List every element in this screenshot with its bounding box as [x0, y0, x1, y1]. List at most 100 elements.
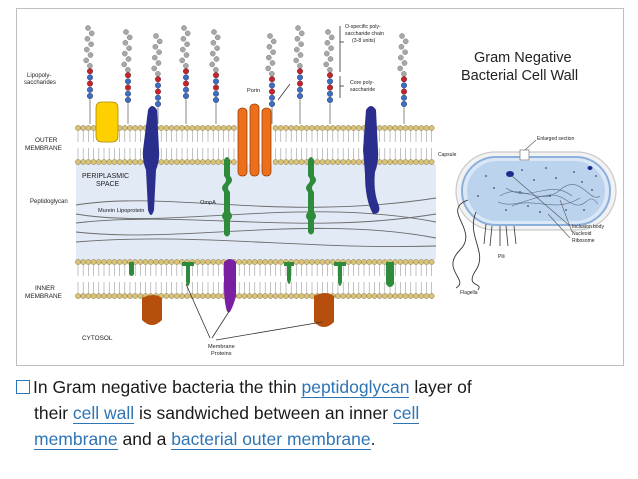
ribosome-dot [581, 181, 583, 183]
inner-membrane-lipid-head [168, 293, 175, 299]
outer-membrane-lipid-head [324, 159, 331, 165]
inner-membrane-lipid-head [116, 259, 123, 265]
lps-core-bead [401, 76, 408, 83]
svg-text:Core poly-: Core poly- [350, 80, 374, 86]
lps-core-bead [154, 76, 161, 83]
inner-membrane-lipid-head [85, 293, 92, 299]
cytosol-protein-right [314, 293, 334, 327]
ribosome-dot [493, 187, 495, 189]
outer-membrane-lipid-head [277, 125, 284, 131]
inclusion-body [506, 171, 514, 177]
outer-membrane-lipid-head [283, 159, 289, 165]
inner-membrane-lipid-head [95, 293, 102, 299]
lps-sugar-bead [125, 67, 131, 73]
lps-core-bead [212, 78, 219, 85]
lps-core-bead [297, 92, 304, 99]
inner-membrane-lipid-head [153, 259, 159, 265]
inner-membrane-lipid-head [251, 293, 258, 299]
svg-text:O-specific poly-: O-specific poly- [345, 24, 381, 30]
lps-sugar-bead [401, 60, 408, 66]
inner-membrane-lipid-head [257, 293, 263, 299]
lps-sugar-bead [270, 49, 276, 56]
link-cell-wall[interactable]: cell wall [72, 403, 135, 424]
lps-sugar-bead [87, 63, 93, 69]
inner-membrane-lipid-head [75, 259, 81, 265]
inner-membrane-lipid-head [205, 293, 211, 299]
outer-membrane-lipid-head [184, 159, 191, 165]
peptidoglycan-layer [75, 197, 437, 248]
outer-membrane-lipid-head [381, 125, 388, 131]
ribosome-dot [477, 195, 479, 197]
inner-membrane-lipid-head [413, 259, 419, 265]
inner-membrane-lipid-head [80, 293, 87, 299]
label-o-specific-2: saccharide chain [345, 31, 384, 37]
ribosome-dot [545, 167, 547, 169]
inner-membrane-lipid-head [236, 259, 243, 265]
inner-membrane-lipid-head [142, 259, 149, 265]
inner-membrane-lipid-head [80, 259, 87, 265]
inner-membrane-lipid-head [335, 293, 341, 299]
caption: In Gram negative bacteria the thin pepti… [16, 374, 616, 452]
lps-sugar-bead [397, 54, 404, 61]
ribosome-dot [527, 205, 529, 207]
outer-membrane-lipid-head [205, 125, 211, 131]
lps-core-bead [327, 78, 334, 85]
lps-core-bead [401, 100, 408, 107]
svg-text:saccharides: saccharides [24, 80, 56, 86]
caption-text-3: their [34, 403, 73, 423]
lps-sugar-bead [122, 50, 128, 57]
inset-pointers [511, 139, 573, 239]
label-lipopolysaccharides: Lipopoly- [27, 73, 51, 79]
outer-membrane-lipid-head [387, 125, 393, 131]
outer-membrane-lipid-head [293, 125, 300, 131]
link-cell[interactable]: cell [392, 403, 420, 424]
cell-inset: Enlarged section Capsule Inclusion body … [438, 136, 617, 296]
outer-membrane-lipid-head [340, 125, 347, 131]
svg-text:Inclusion body: Inclusion body [572, 224, 604, 230]
label-flagella: Flagella [460, 290, 478, 296]
link-peptidoglycan[interactable]: peptidoglycan [301, 377, 410, 398]
lps-core-bead [401, 88, 408, 95]
link-bacterial-outer-membrane[interactable]: bacterial outer membrane [171, 429, 371, 450]
inclusion-body-2 [587, 166, 593, 170]
label-inner-membrane: MEMBRANE [25, 293, 62, 300]
lps-sugar-bead [155, 60, 162, 66]
outer-membrane-lipid-head [75, 125, 81, 131]
ribosome-dot [565, 209, 567, 211]
outer-membrane-lipid-head [116, 159, 123, 165]
lps-chain [121, 29, 133, 124]
svg-text:Porin: Porin [247, 88, 260, 94]
inner-membrane-lipid-head [303, 293, 310, 299]
label-core-1: Core poly- [350, 80, 374, 86]
lps-sugar-bead [297, 52, 304, 58]
lps-chain [83, 25, 95, 124]
outer-membrane-lipid-head [127, 125, 133, 131]
inner-membrane-lipid-head [116, 293, 123, 299]
membrane-proteins-pointers [185, 283, 323, 341]
inner-membrane-lipid-head [241, 259, 248, 265]
inner-membrane-lipid-head [371, 259, 378, 265]
lps-core-bead [182, 92, 189, 99]
inner-membrane-lipid-head [402, 293, 409, 299]
lps-core-bead [327, 72, 334, 79]
outer-membrane-lipid-head [345, 159, 352, 165]
inner-membrane-lipid-head [199, 293, 206, 299]
lps-sugar-bead [398, 44, 405, 50]
lps-core-bead [269, 100, 276, 107]
outer-membrane-lipid-head [298, 159, 305, 165]
svg-text:saccharide chain: saccharide chain [345, 31, 384, 37]
lps-sugar-bead [397, 65, 404, 72]
svg-text:MEMBRANE: MEMBRANE [25, 293, 62, 300]
outer-membrane-lipid-head [423, 125, 430, 131]
outer-membrane-lipid-head [350, 159, 357, 165]
caption-line-2: their cell wall is sandwiched between an… [16, 400, 616, 426]
inner-membrane-lipid-head [309, 293, 315, 299]
label-space: SPACE [96, 181, 120, 188]
lps-sugar-bead [156, 49, 162, 56]
outer-membrane-lipid-head [324, 125, 331, 131]
inner-membrane-lipid-head [277, 293, 284, 299]
caption-text-2: layer of [409, 377, 472, 397]
lps-chain [397, 33, 409, 124]
inner-membrane-lipid-head [418, 293, 425, 299]
link-membrane[interactable]: membrane [34, 429, 118, 450]
